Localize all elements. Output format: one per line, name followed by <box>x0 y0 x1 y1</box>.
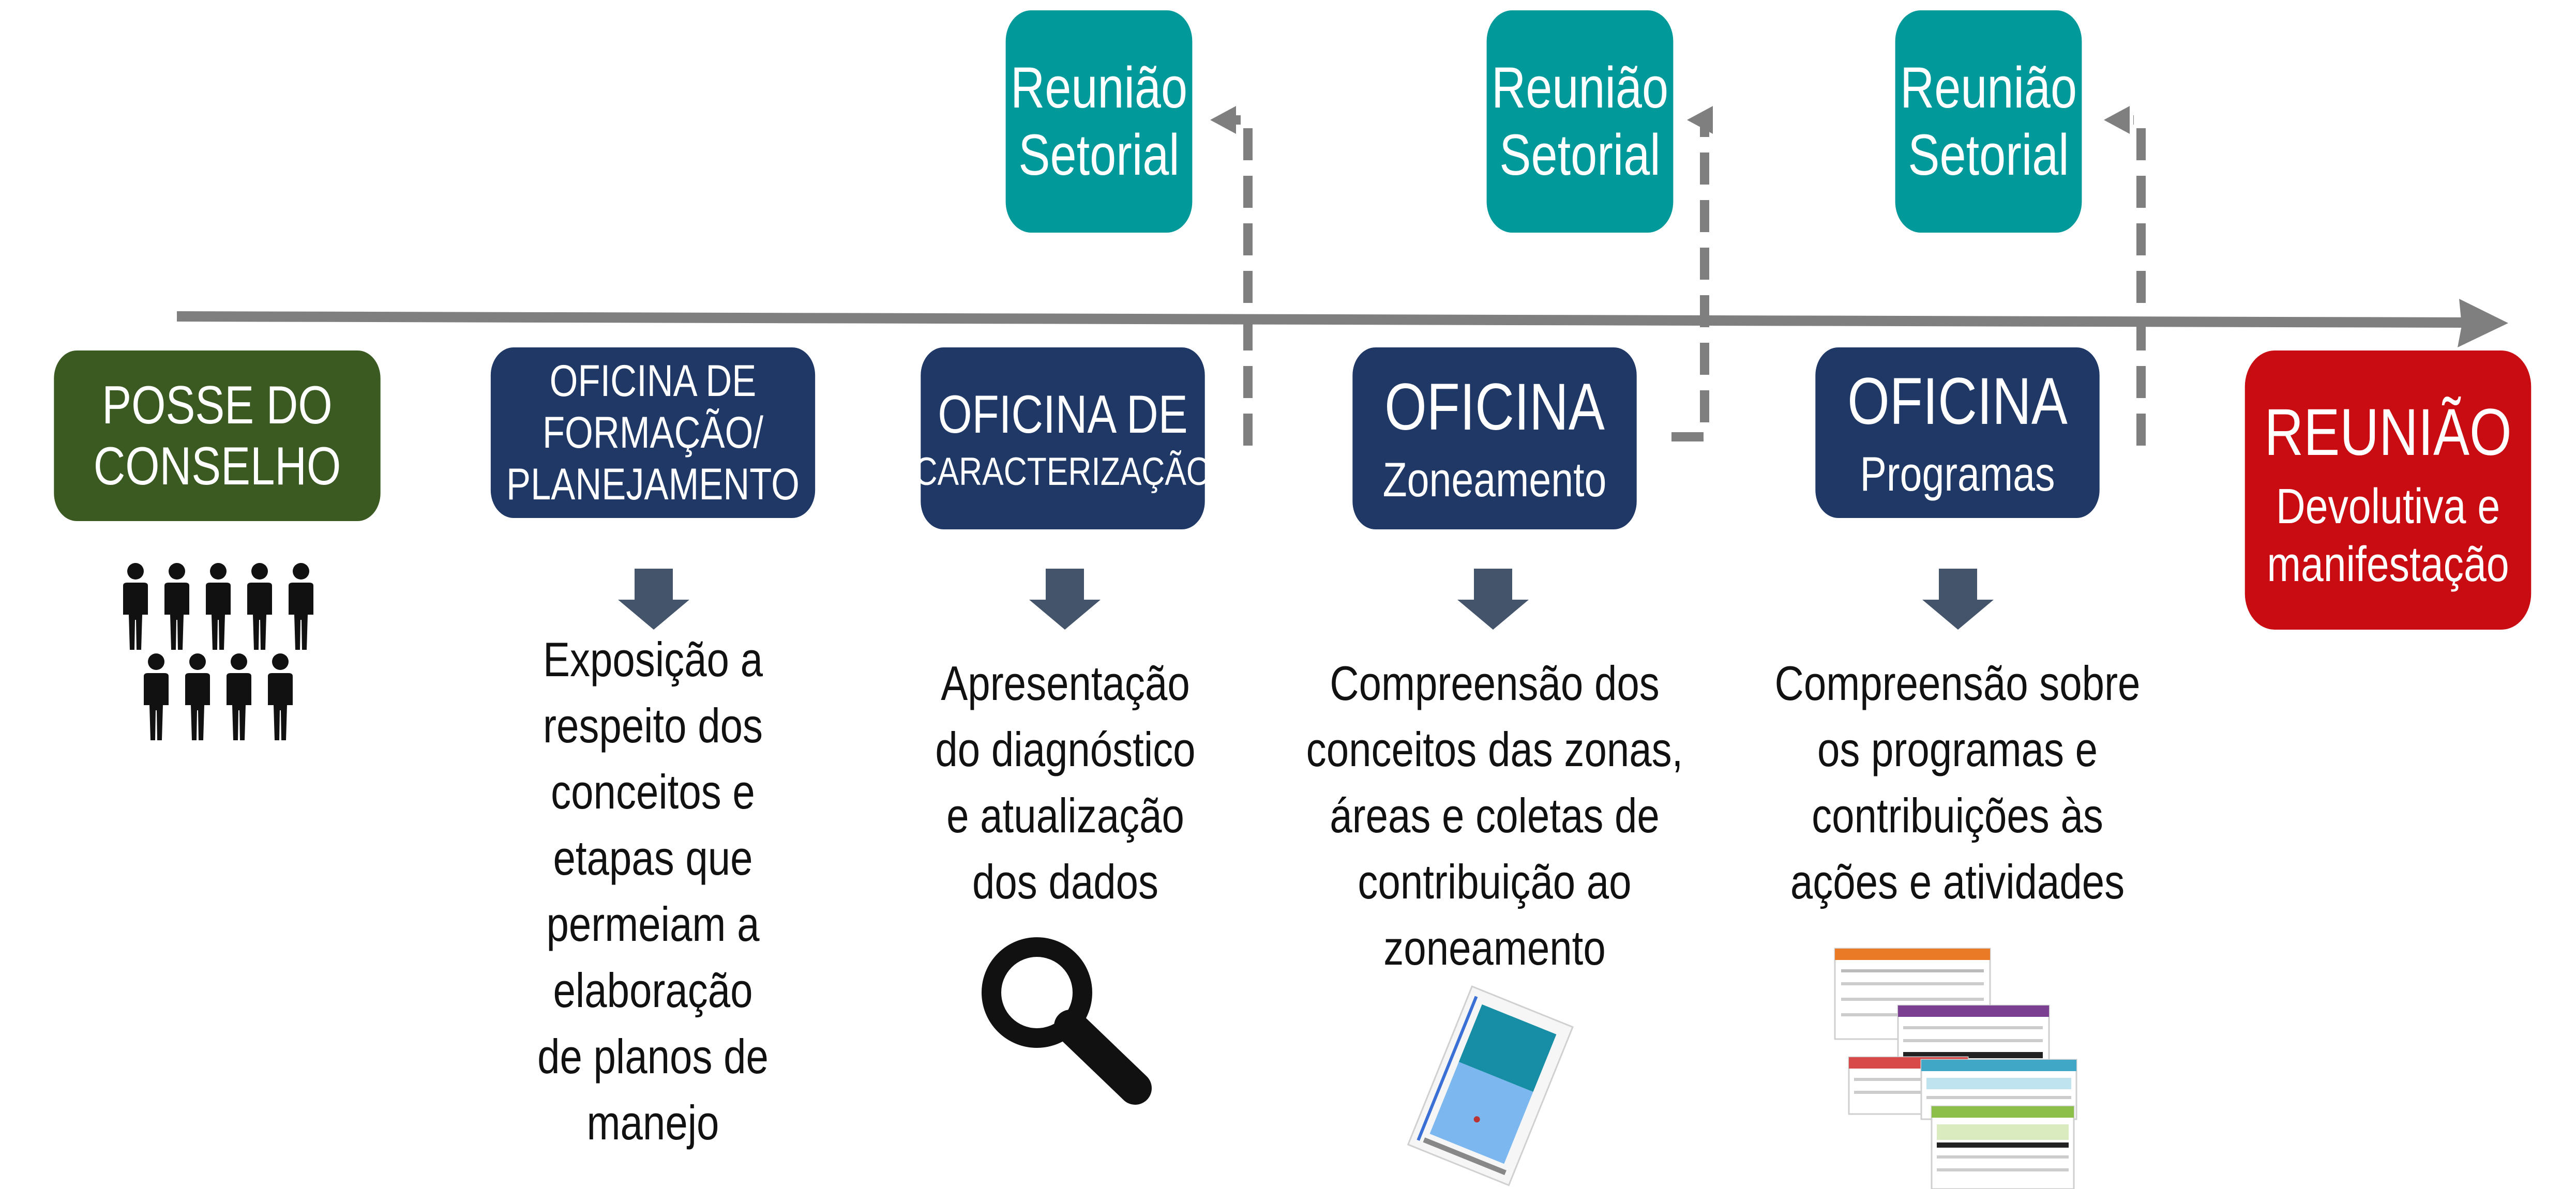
description-line: conceitos das zonas, <box>1306 722 1683 776</box>
table-green <box>1931 1105 2075 1189</box>
step-subtitle: CARACTERIZAÇÃO <box>914 450 1212 494</box>
step-title-line-1: REUNIÃO <box>2264 395 2512 469</box>
magnifier-icon <box>982 937 1152 1105</box>
step-reuniao-devolutiva: REUNIÃO Devolutiva e manifestação <box>2244 350 2532 630</box>
description-line: permeiam a <box>546 897 760 951</box>
description-line: ações e atividades <box>1790 855 2125 909</box>
down-arrow-1 <box>618 569 689 630</box>
sectoral-meeting-label-line-2: Setorial <box>1908 123 2069 187</box>
sectoral-meeting-label-line-2: Setorial <box>1499 123 1661 187</box>
connector-arrowhead-3 <box>2104 106 2130 134</box>
description-line: Apresentação <box>941 656 1190 710</box>
person-icon <box>268 653 293 740</box>
step-oficina-caracterizacao: OFICINA DE CARACTERIZAÇÃO <box>914 347 1211 529</box>
connector-arrowhead-2 <box>1687 106 1713 134</box>
dashed-connector-3 <box>2133 115 2146 446</box>
sectoral-meeting-label-line-1: Reunião <box>1900 55 2077 120</box>
step-title-line-1: OFICINA DE <box>549 356 757 406</box>
description-line: áreas e coletas de <box>1330 788 1660 843</box>
description-line: de planos de <box>537 1029 769 1084</box>
step-oficina-formacao: OFICINA DE FORMAÇÃO/ PLANEJAMENTO <box>490 347 816 518</box>
person-icon <box>123 563 148 650</box>
step-title-line-2: FORMAÇÃO/ <box>542 408 764 458</box>
step-subtitle-line-1: Devolutiva e <box>2276 478 2500 534</box>
step-title-line-1: OFICINA <box>1384 370 1605 444</box>
person-icon <box>144 653 169 740</box>
person-icon <box>247 563 272 650</box>
step-title-line-1: OFICINA DE <box>938 385 1188 445</box>
down-arrow-2 <box>1029 569 1101 630</box>
description-line: zoneamento <box>1383 921 1606 975</box>
description-line: manejo <box>586 1095 719 1150</box>
down-arrow-3 <box>1457 569 1529 630</box>
step-oficina-programas: OFICINA Programas <box>1815 347 2100 518</box>
dashed-connector-1 <box>1231 115 1253 446</box>
description-caracterizacao: Apresentação do diagnóstico e atualizaçã… <box>902 650 1229 915</box>
description-formacao: Exposição a respeito dos conceitos e eta… <box>489 627 817 1156</box>
down-arrow-4 <box>1922 569 1994 630</box>
connector-arrowhead-1 <box>1210 106 1236 134</box>
person-icon <box>185 653 210 740</box>
description-line: conceitos e <box>551 765 755 819</box>
dashed-connector-2 <box>1671 115 1713 441</box>
description-line: contribuições às <box>1812 788 2103 843</box>
step-title-line-2: CONSELHO <box>93 436 341 496</box>
sectoral-meeting-label-line-2: Setorial <box>1018 123 1180 187</box>
step-title-line-3: PLANEJAMENTO <box>506 460 800 509</box>
sectoral-meeting-box-3: Reunião Setorial <box>1895 10 2082 233</box>
description-line: e atualização <box>946 788 1184 843</box>
program-tables-thumbnail <box>1834 948 2077 1189</box>
sectoral-meeting-label-line-1: Reunião <box>1491 55 1669 120</box>
step-subtitle: Programas <box>1860 447 2055 501</box>
description-line: os programas e <box>1817 722 2098 776</box>
description-line: etapas que <box>553 831 753 885</box>
timeline-arrow <box>176 299 2508 347</box>
zoning-map-thumbnail <box>1407 985 1574 1186</box>
description-programas: Compreensão sobre os programas e contrib… <box>1762 650 2152 915</box>
step-title-line-1: POSSE DO <box>102 375 333 435</box>
description-line: do diagnóstico <box>935 722 1196 776</box>
person-icon <box>164 563 189 650</box>
step-subtitle: Zoneamento <box>1382 452 1607 507</box>
description-line: elaboração <box>553 963 753 1017</box>
description-line: respeito dos <box>543 698 763 753</box>
description-line: contribuição ao <box>1358 855 1632 909</box>
description-line: Compreensão sobre <box>1774 656 2141 710</box>
description-line: Exposição a <box>543 632 763 687</box>
person-icon <box>227 653 251 740</box>
description-zoneamento: Compreensão dos conceitos das zonas, áre… <box>1302 650 1688 981</box>
description-line: Compreensão dos <box>1330 656 1660 710</box>
person-icon <box>206 563 231 650</box>
sectoral-meeting-box-2: Reunião Setorial <box>1486 10 1674 233</box>
step-posse-conselho: POSSE DO CONSELHO <box>54 350 381 521</box>
step-oficina-zoneamento: OFICINA Zoneamento <box>1352 347 1637 529</box>
people-group-icon <box>123 563 313 740</box>
description-line: dos dados <box>972 855 1159 909</box>
step-subtitle-line-2: manifestação <box>2267 536 2509 592</box>
sectoral-meeting-label-line-1: Reunião <box>1010 55 1188 120</box>
step-title-line-1: OFICINA <box>1847 364 2068 438</box>
sectoral-meeting-box-1: Reunião Setorial <box>1005 10 1193 233</box>
person-icon <box>289 563 313 650</box>
